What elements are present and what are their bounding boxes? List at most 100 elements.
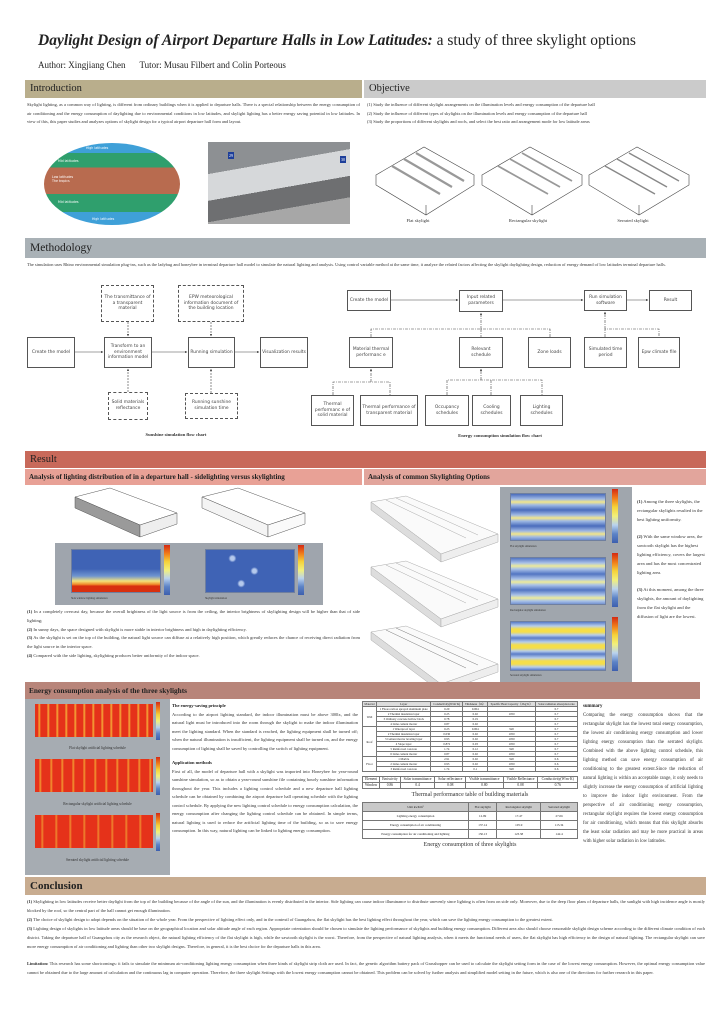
serrated-skylight-caption: Serrated skylight — [617, 218, 649, 223]
serrated-skylight-drawing — [588, 146, 690, 216]
lighting-schedule-panel: Flat skylight artificial lighting schedu… — [25, 699, 170, 875]
world-latitude-map: High latitudes Mid latitudes Low latitud… — [44, 143, 180, 225]
table-cell: 105.9 — [496, 820, 542, 830]
summary-heading: summary — [583, 704, 603, 709]
skylighting-options-heading: Analysis of common Skylighting Options — [364, 469, 706, 485]
tutor: Tutor: Musau Filbert and Colin Porteous — [139, 60, 286, 70]
heatmap-legend — [298, 545, 304, 595]
table-header: Solar transmittance — [399, 776, 436, 783]
flat-sim-caption: Flat skylight simulation — [510, 545, 537, 548]
table-header: Serrated skylight — [540, 802, 578, 812]
map-label: Mid latitudes — [58, 200, 79, 204]
flow-result: Result — [649, 290, 692, 311]
rectangular-schedule-heatmap — [35, 759, 153, 792]
material-group: Wall — [361, 706, 378, 727]
flow-create-model-energy: Create the model — [347, 290, 391, 311]
flow-thermal-solid: Thermal performanc e of solid material — [311, 395, 354, 426]
flow-cooling: Cooling schedules — [472, 395, 511, 426]
departure-hall-photo: 29 30 — [208, 142, 350, 224]
rectangular-sim-caption: Rectangular skylight simulation — [510, 609, 546, 612]
objective-heading: Objective — [364, 80, 706, 98]
result-heading: Result — [25, 451, 706, 468]
principle-heading: The energy-saving principle — [172, 703, 226, 708]
rectangular-skylight-drawing — [481, 146, 583, 216]
table-header: Solar reflectance — [434, 776, 467, 783]
flow-lighting: Lighting schedules — [520, 395, 563, 426]
table-cell: 920 — [487, 766, 536, 772]
table-cell: 1 Fluorocarbon sprayed aluminum plate — [376, 706, 432, 712]
map-label: Mid latitudes — [58, 159, 79, 163]
flow-occupancy: Occupancy schedules — [425, 395, 469, 426]
table-cell: 0.76 — [537, 782, 578, 789]
flow-running-simulation: Running simulation — [188, 337, 235, 368]
table-header: Thickness（m） — [462, 701, 489, 707]
rectangular-skylight-heatmap — [510, 557, 606, 605]
flat-skylight-heatmap — [510, 493, 606, 541]
skylight-heatmap — [205, 549, 295, 593]
limitation: Limitation: This research has some short… — [27, 961, 705, 976]
table-cell: 142.4 — [540, 829, 578, 839]
table-cell: Energy consumption of air conditioning — [362, 820, 469, 830]
lighting-analysis-heading: Analysis of lighting distribution of in … — [25, 469, 362, 485]
table-cell: 17.47 — [496, 811, 542, 821]
heatmap-legend — [156, 813, 160, 851]
flow-input-parameters: Input related parameters — [459, 290, 503, 312]
consumption-table-caption: Energy consumption of three skylights — [423, 842, 517, 848]
flow-thermal-transparent: Thermal performance of transparent mater… — [360, 395, 418, 426]
table-header: Specific Heat Capacity（J/kg·K） — [487, 701, 536, 707]
option-point: (1) Among the three skylights, the recta… — [637, 499, 703, 522]
table-row: Energy consumption for air conditioning … — [362, 829, 578, 839]
flow-create-model: Create the model — [27, 337, 75, 368]
table-cell: 150.13 — [467, 829, 498, 839]
flat-schedule-caption: Flat skylight artificial lighting schedu… — [69, 746, 126, 750]
flow-run-software: Run simulation software — [584, 290, 627, 311]
author-line: Author: Xingjiang Chen Tutor: Musau Filbe… — [38, 60, 300, 70]
map-label: High latitudes — [92, 217, 115, 221]
methods-text: First of all, the model of departure hal… — [172, 768, 358, 834]
heatmap-legend — [164, 545, 170, 595]
table-cell: Window — [361, 782, 381, 789]
skylight-option-models — [370, 495, 499, 682]
flow-epw-climate: Epw climate file — [638, 337, 680, 368]
methods-heading: Application methods — [172, 760, 212, 765]
material-group: Floor — [361, 756, 378, 772]
heatmap-legend — [156, 702, 160, 740]
summary-text: Comparing the energy consumption shows t… — [583, 713, 703, 844]
objective-item: (1) Study the influence of different sky… — [367, 102, 595, 107]
table-cell: 27.06 — [540, 811, 578, 821]
lighting-point: (1) In a completely overcast day, becaus… — [27, 609, 360, 623]
material-group: Roof — [361, 726, 378, 757]
heatmap-legend — [612, 489, 618, 543]
sunshine-flowchart-caption: Sunshine simulation flow chart — [145, 432, 207, 437]
lighting-point: (4) Compared with the side lighting, sky… — [27, 652, 200, 658]
conclusion-point: (3) Lighting design of skylights in low … — [27, 925, 705, 949]
map-label: Low latitudes The tropics — [52, 175, 74, 183]
table-header: Visible Reflectance — [502, 776, 539, 783]
table-header: Conductivity(W/m·K) — [430, 701, 464, 707]
table-cell: Lighting energy consumption — [362, 811, 469, 821]
table-cell: 0.4 — [399, 782, 436, 789]
lighting-point: (3) As the skylight is set on the top of… — [27, 635, 360, 650]
serrated-skylight-heatmap — [510, 621, 606, 671]
table-header: Flat skylight — [467, 802, 498, 812]
table-cell: 1.74 — [430, 766, 464, 772]
conclusion-point: (2) The choice of skylight design to ado… — [27, 916, 553, 922]
flow-material-thermal: Material thermal performanc e — [349, 337, 393, 368]
flat-schedule-heatmap — [35, 704, 153, 737]
conclusion-heading: Conclusion — [25, 877, 706, 895]
lighting-point: (2) In sunny days, the space designed wi… — [27, 626, 247, 632]
table-cell: 123.38 — [496, 829, 542, 839]
conclusion-point: (1) Skylighting in low latitudes receive… — [27, 899, 705, 913]
flow-zone-loads: Zone loads — [528, 337, 571, 368]
flat-skylight-drawing — [375, 146, 475, 216]
author: Author: Xingjiang Chen — [38, 60, 126, 70]
table-cell: 0.08 — [502, 782, 539, 789]
serrated-schedule-heatmap — [35, 815, 153, 848]
